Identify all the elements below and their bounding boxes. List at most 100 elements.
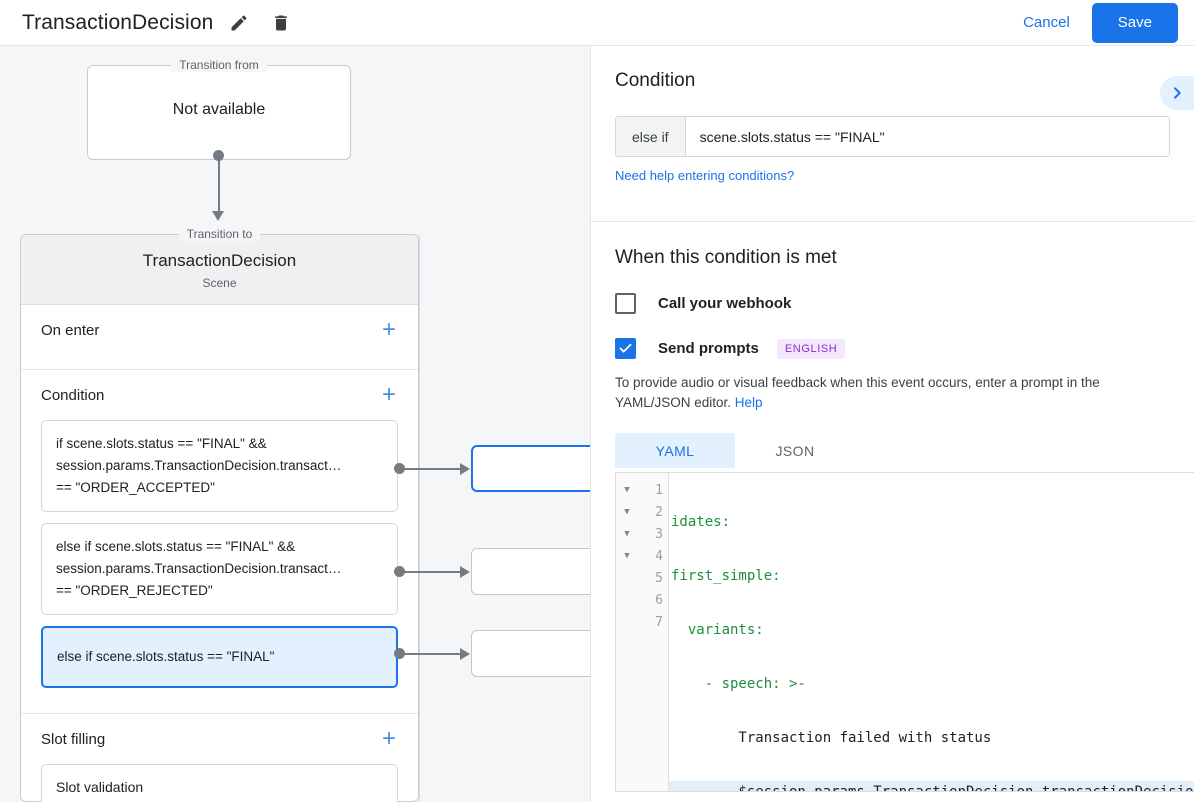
edge-line-3: [404, 653, 466, 655]
edge-dot-3: [394, 648, 405, 659]
condition-card-2-line-2: session.params.TransactionDecision.trans…: [56, 561, 342, 576]
send-prompts-label: Send prompts: [658, 340, 759, 357]
condition-card-1-line-2: session.params.TransactionDecision.trans…: [56, 458, 342, 473]
code-line: variants:: [671, 622, 764, 638]
transition-to-card: Transition to TransactionDecision Scene …: [20, 227, 419, 802]
section-title-slot-filling: Slot filling: [41, 730, 106, 748]
gutter-row: ▼1: [616, 479, 668, 501]
send-prompts-row: Send prompts ENGLISH: [615, 338, 1170, 359]
line-number: 1: [655, 482, 663, 498]
condition-card-1-line-1: if scene.slots.status == "FINAL" &&: [56, 436, 267, 451]
connector-line: [218, 156, 220, 216]
transition-from-box[interactable]: Transition from Not available: [87, 58, 351, 160]
edge-arrow-2: [460, 566, 470, 578]
add-condition-button[interactable]: +: [381, 381, 396, 408]
gutter-row: 5: [616, 567, 668, 589]
edge-dot-1: [394, 463, 405, 474]
condition-help-link[interactable]: Need help entering conditions?: [615, 168, 795, 183]
condition-section: Condition else if Need help entering con…: [591, 46, 1194, 221]
pencil-icon[interactable]: [223, 7, 255, 39]
trash-icon[interactable]: [265, 7, 297, 39]
prompts-description-text: To provide audio or visual feedback when…: [615, 375, 1100, 410]
add-on-enter-button[interactable]: +: [381, 316, 396, 343]
code-editor[interactable]: ▼1 ▼2 ▼3 ▼4 5 6 7 idates: first_simple: …: [615, 472, 1194, 792]
fold-arrow-icon[interactable]: ▼: [624, 551, 630, 561]
condition-card-1-line-3: == "ORDER_ACCEPTED": [56, 480, 215, 495]
call-webhook-checkbox[interactable]: [615, 293, 636, 314]
edge-arrow-3: [460, 648, 470, 660]
when-met-heading: When this condition is met: [615, 247, 837, 268]
section-title-condition: Condition: [41, 386, 105, 404]
edge-dot-2: [394, 566, 405, 577]
when-condition-met-section: When this condition is met Call your web…: [591, 222, 1194, 792]
condition-expression-input[interactable]: [685, 117, 1169, 156]
prompts-help-link[interactable]: Help: [734, 395, 763, 410]
details-panel: Condition else if Need help entering con…: [590, 46, 1194, 802]
connector-dot: [213, 150, 224, 161]
page-title: TransactionDecision: [22, 10, 214, 34]
fold-arrow-icon[interactable]: ▼: [624, 529, 630, 539]
editor-code-area[interactable]: idates: first_simple: variants: - speech…: [669, 473, 1194, 791]
save-button[interactable]: Save: [1091, 2, 1178, 43]
line-number: 6: [655, 592, 663, 608]
editor-tabs: YAML JSON: [615, 433, 1170, 468]
webhook-row: Call your webhook: [615, 293, 1170, 314]
chevron-right-icon[interactable]: [1160, 76, 1194, 110]
target-box-2[interactable]: [471, 548, 590, 595]
gutter-row: ▼3: [616, 523, 668, 545]
edge-line-2: [404, 571, 466, 573]
app-header: TransactionDecision Cancel Save: [0, 0, 1194, 46]
target-box-1[interactable]: [471, 445, 590, 492]
panel-divider: [591, 221, 1194, 222]
line-number: 4: [655, 548, 663, 564]
send-prompts-checkbox[interactable]: [615, 338, 636, 359]
transition-from-legend: Transition from: [171, 58, 267, 72]
transition-to-legend: Transition to: [178, 227, 261, 241]
code-line: $session.params.TransactionDecision.tran…: [669, 781, 1194, 791]
prompts-description: To provide audio or visual feedback when…: [615, 373, 1170, 413]
scene-name: TransactionDecision: [142, 251, 297, 270]
code-line: - speech: >-: [671, 676, 806, 692]
condition-operator-label: else if: [616, 117, 686, 156]
target-box-3[interactable]: [471, 630, 590, 677]
call-webhook-label: Call your webhook: [658, 295, 792, 312]
condition-heading: Condition: [615, 70, 696, 91]
fold-arrow-icon[interactable]: ▼: [624, 485, 630, 495]
code-line: first_simple:: [671, 568, 781, 584]
condition-input-row: else if: [615, 116, 1170, 157]
slot-validation-card[interactable]: Slot validation: [41, 764, 398, 802]
condition-card-2-line-1: else if scene.slots.status == "FINAL" &&: [56, 539, 296, 554]
code-line: idates:: [671, 514, 731, 530]
language-badge: ENGLISH: [776, 338, 846, 359]
line-number: 3: [655, 526, 663, 542]
line-number: 2: [655, 504, 663, 520]
fold-arrow-icon[interactable]: ▼: [624, 507, 630, 517]
line-number: 5: [655, 570, 663, 586]
tab-yaml[interactable]: YAML: [615, 433, 735, 468]
section-slot-filling: Slot filling + Slot validation: [21, 714, 418, 802]
section-condition: Condition + if scene.slots.status == "FI…: [21, 370, 418, 714]
transition-from-value: Not available: [172, 101, 266, 118]
section-on-enter: On enter +: [21, 305, 418, 370]
scene-type: Scene: [202, 276, 237, 290]
tab-json[interactable]: JSON: [775, 442, 815, 459]
section-title-on-enter: On enter: [41, 321, 100, 339]
editor-gutter: ▼1 ▼2 ▼3 ▼4 5 6 7: [616, 473, 669, 791]
condition-card-3-line-1: else if scene.slots.status == "FINAL": [57, 649, 275, 664]
add-slot-filling-button[interactable]: +: [381, 725, 396, 752]
condition-card-1[interactable]: if scene.slots.status == "FINAL" && sess…: [41, 420, 398, 512]
scene-canvas: Transition from Not available Transition…: [0, 46, 590, 802]
code-line: Transaction failed with status: [671, 730, 992, 746]
line-number: 7: [655, 614, 663, 630]
condition-card-2-line-3: == "ORDER_REJECTED": [56, 583, 213, 598]
condition-card-2[interactable]: else if scene.slots.status == "FINAL" &&…: [41, 523, 398, 615]
scene-header[interactable]: TransactionDecision Scene: [21, 235, 418, 305]
gutter-row: ▼4: [616, 545, 668, 567]
cancel-button[interactable]: Cancel: [1011, 6, 1082, 39]
condition-card-3[interactable]: else if scene.slots.status == "FINAL": [41, 626, 398, 688]
edge-line-1: [404, 468, 466, 470]
gutter-row: 6: [616, 589, 668, 611]
canvas-vertical-rule: [419, 234, 420, 802]
gutter-row: ▼2: [616, 501, 668, 523]
edge-arrow-1: [460, 463, 470, 475]
